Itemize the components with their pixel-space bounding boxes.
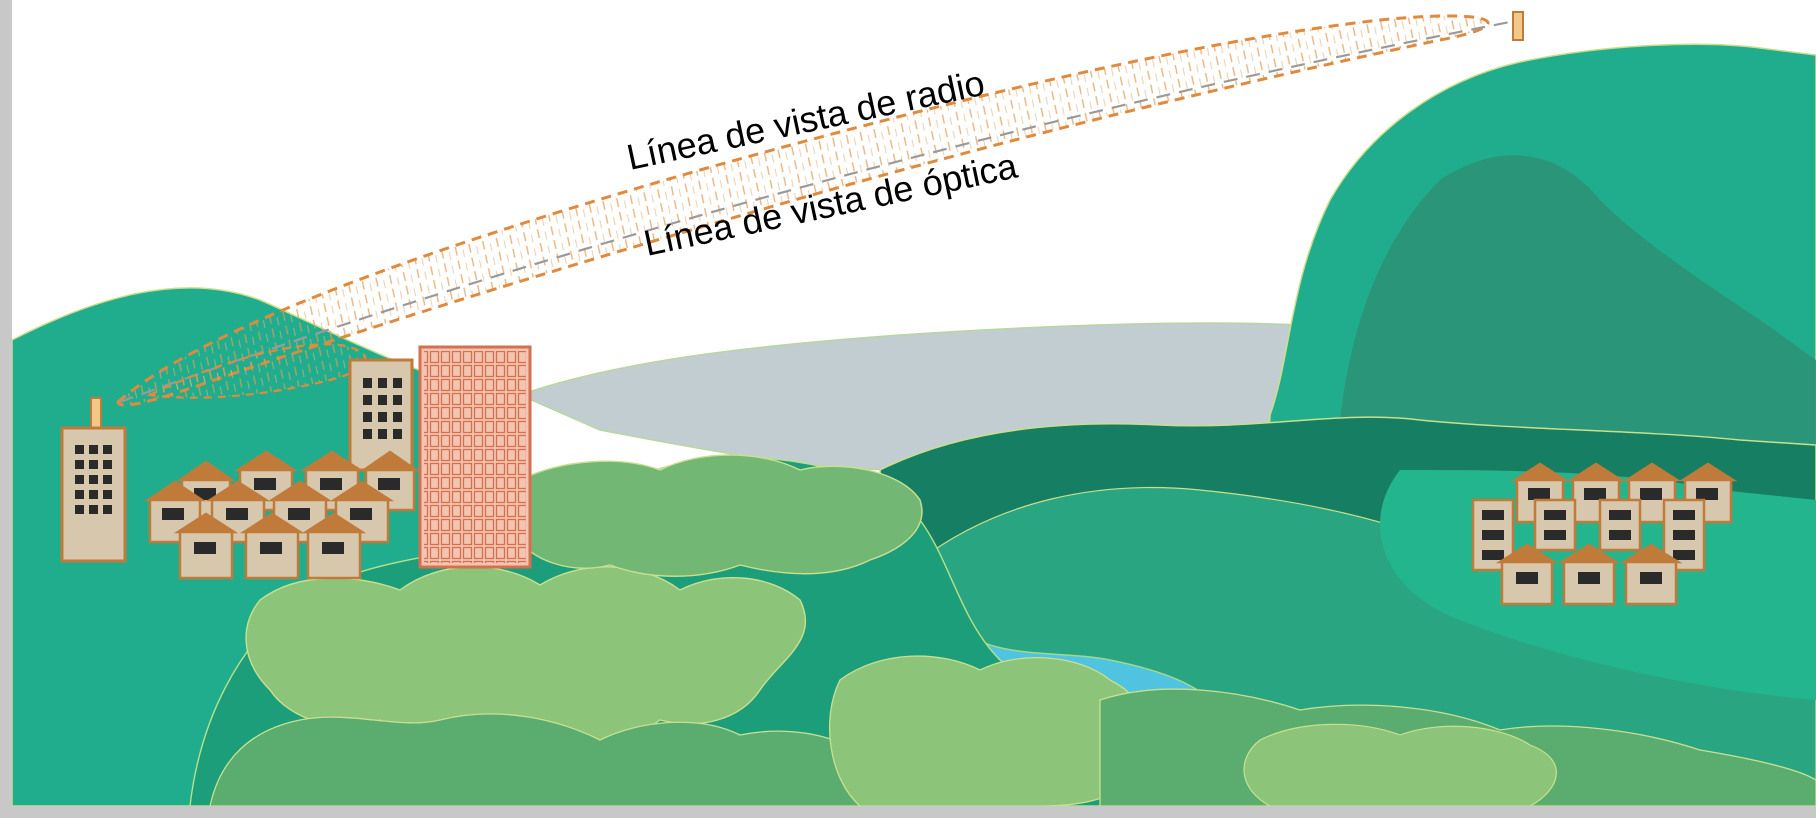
house [239, 512, 305, 580]
house [1533, 498, 1577, 552]
house [1557, 543, 1621, 606]
house [1495, 543, 1559, 606]
left-building-antenna [90, 397, 102, 429]
optical-line-of-sight-line [119, 20, 1511, 404]
pink-tower [418, 345, 532, 569]
frame-left [0, 0, 12, 818]
beige-tower [348, 358, 414, 472]
house [173, 512, 239, 580]
house [329, 480, 395, 544]
frame-bottom [0, 806, 1816, 818]
right-village [1471, 462, 1738, 606]
left-village [143, 450, 421, 580]
foliage-light-1 [245, 566, 807, 743]
house [1619, 543, 1683, 606]
foliage-light-4 [1243, 723, 1557, 807]
house [1598, 498, 1642, 552]
mountain-antenna [1512, 11, 1524, 41]
house [301, 512, 367, 580]
foliage-light-2 [507, 454, 923, 577]
left-building [60, 397, 127, 563]
